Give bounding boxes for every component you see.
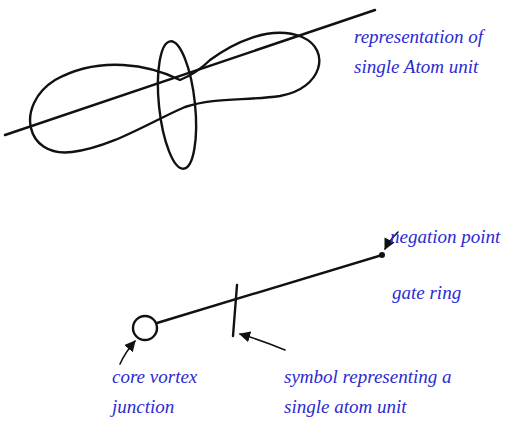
gate-ring-tick	[233, 285, 237, 336]
atom-lobes	[30, 33, 319, 153]
leader-arrow	[120, 341, 135, 364]
annotation-label: representation of single Atom unit	[354, 22, 522, 82]
annotation-label: symbol representing a single atom unit	[284, 362, 470, 422]
negation-dot	[379, 252, 385, 258]
annotation-label: gate ring	[392, 278, 502, 308]
leader-arrow	[240, 334, 285, 350]
annotation-label: negation point	[390, 222, 522, 252]
symbol-line	[157, 255, 382, 323]
core-vortex-circle	[133, 316, 157, 340]
atom-ring	[152, 39, 201, 170]
annotation-label: core vortex junction	[112, 362, 230, 422]
